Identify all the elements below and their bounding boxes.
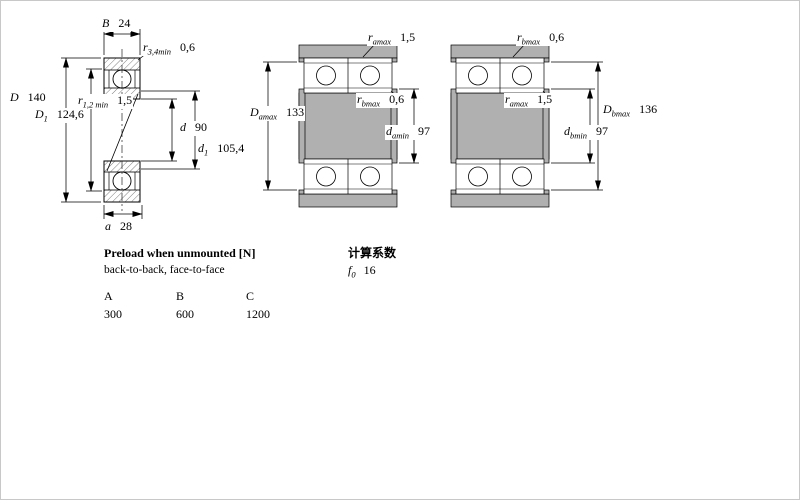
dim-ra-max-top-a: ramax 1,5 [367,30,417,47]
dim-Db-max: Dbmax 136 [602,102,659,119]
dim-value: 16 [363,263,376,277]
dim-symbol: r [368,30,373,44]
calculation-factor-f0: f0 16 [348,263,376,280]
dim-value: 97 [418,124,430,138]
dim-subscript: amax [509,98,529,109]
dim-ra-max-mid-b: ramax 1,5 [504,92,554,109]
dim-value: 97 [596,124,608,138]
dim-symbol: r [505,92,510,106]
dim-symbol: d [198,141,204,155]
dim-symbol: D [10,90,19,104]
dim-symbol: d [180,120,186,134]
dim-value: 24 [118,16,131,30]
dim-symbol: r [143,40,148,54]
dim-value: 0,6 [180,40,196,54]
dim-subscript: amin [392,130,409,141]
dim-value: 124,6 [56,107,84,121]
dim-value: 1,5 [537,92,553,106]
dim-symbol: r [357,92,362,106]
dim-fillet-r34: r3,4min 0,6 [142,40,197,57]
preload-title: Preload when unmounted [N] [104,246,256,260]
dim-symbol: d [564,124,570,138]
dim-value: 1,5 [400,30,416,44]
dim-value: 136 [639,102,658,116]
dim-da-min: damin 97 [385,124,431,141]
dim-subscript: bmax [521,36,541,47]
dim-value: 28 [120,219,132,233]
dim-subscript: bmax [361,98,381,109]
dim-subscript: 1 [43,113,48,124]
dim-bore-d: d 90 [179,120,208,136]
dim-subscript: bmin [570,130,587,141]
preload-value-a: 300 [104,307,122,321]
dim-symbol: D [603,102,612,116]
dim-outer-diameter-D: D 140 [9,90,47,106]
preload-value-b: 600 [176,307,194,321]
dim-db-min: dbmin 97 [563,124,609,141]
dim-Da-max: Damax 133 [249,105,306,122]
dim-subscript: 0 [351,269,356,280]
dim-symbol: D [250,105,259,119]
bearing-cross-section [103,49,141,211]
calculation-factors-title: 计算系数 [348,246,397,260]
preload-col-header-b: B [176,289,185,303]
dim-rb-max-mid-a: rbmax 0,6 [356,92,406,109]
dim-value: 105,4 [217,141,245,155]
dim-value: 0,6 [549,30,565,44]
dim-fillet-r12: r1,2 min 1,5 [77,93,134,110]
dim-symbol: f [348,263,352,277]
mounting-drawing-a [298,44,398,208]
dim-symbol: r [517,30,522,44]
dim-subscript: 1,2 min [82,99,109,110]
dim-rb-max-top-b: rbmax 0,6 [516,30,566,47]
dim-value: 0,6 [389,92,405,106]
dim-subscript: 1 [204,147,209,158]
preload-col-header-c: C [246,289,255,303]
dim-symbol: r [78,93,83,107]
dim-subscript: 3,4min [147,46,172,57]
preload-col-header-a: A [104,289,113,303]
mounting-drawing-b [450,44,550,208]
dim-symbol: D [35,107,44,121]
dim-contact-offset-a: a 28 [104,219,133,235]
dim-symbol: d [386,124,392,138]
dim-value: 1,5 [117,93,133,107]
preload-table: A B C 300 600 1200 [104,290,316,320]
dim-subscript: amax [258,111,278,122]
dim-shoulder-D1: D1 124,6 [34,107,85,124]
dim-symbol: a [105,219,111,233]
dim-value: 140 [27,90,46,104]
dim-shoulder-d1: d1 105,4 [197,141,246,158]
dim-subscript: bmax [611,108,631,119]
dim-width-B: B 24 [101,16,132,32]
dim-value: 90 [195,120,207,134]
dim-subscript: amax [372,36,392,47]
dim-symbol: B [102,16,110,30]
preload-subtitle: back-to-back, face-to-face [104,264,225,276]
preload-value-c: 1200 [246,307,270,321]
dim-value: 133 [286,105,305,119]
